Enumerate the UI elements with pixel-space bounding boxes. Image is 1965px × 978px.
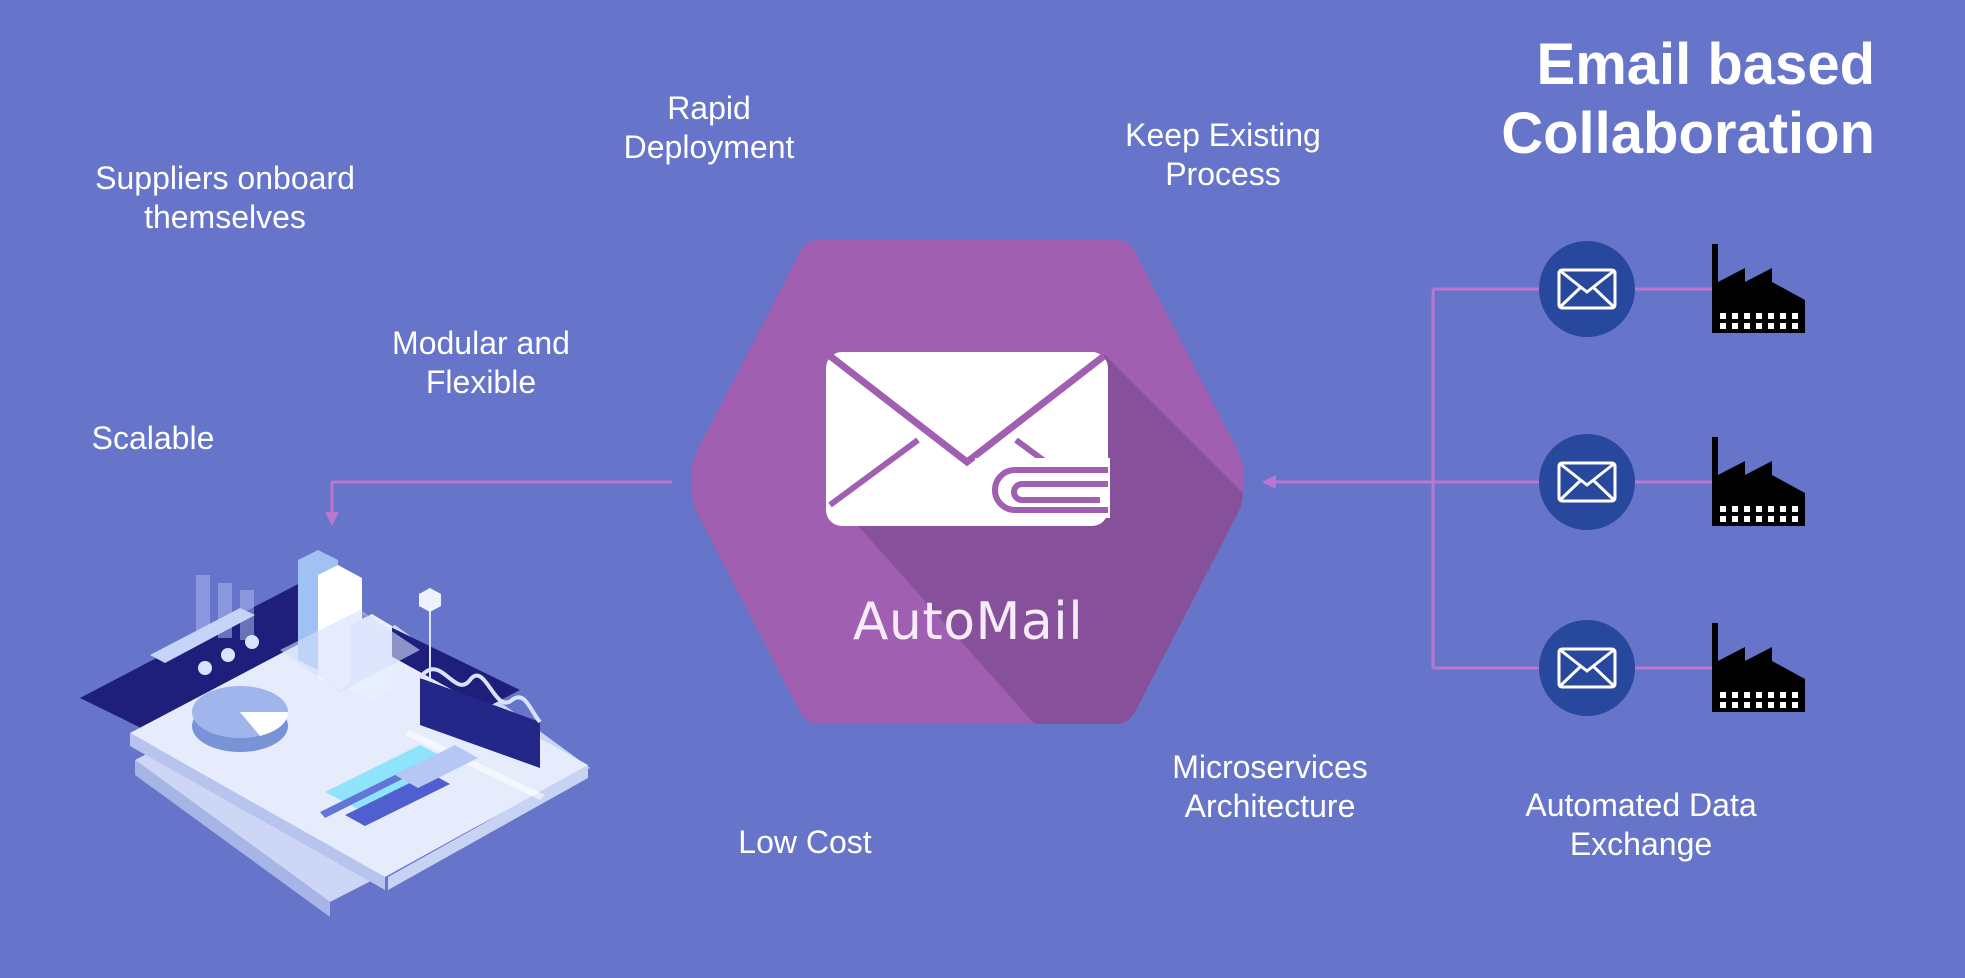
- feature-line: Rapid: [667, 90, 751, 126]
- title-line-2: Collaboration: [1501, 101, 1875, 166]
- envelope-paperclip-icon: [826, 352, 1110, 526]
- bar-flat: [345, 773, 450, 826]
- feature-line: themselves: [144, 199, 306, 235]
- mail-icon: [1557, 647, 1617, 689]
- feature-low-cost: Low Cost: [738, 823, 871, 862]
- arrow-down-icon: [325, 512, 339, 526]
- feature-line: Scalable: [91, 420, 215, 456]
- supplier-row: [1539, 620, 1805, 716]
- page-title: Email based Collaboration: [1501, 30, 1875, 168]
- paperclip: [992, 467, 1108, 513]
- factory-icon: [1712, 437, 1805, 526]
- isometric-dashboard-illustration: [80, 550, 590, 917]
- feature-line: Process: [1165, 156, 1281, 192]
- envelope-fold-left: [828, 437, 920, 508]
- hexagon-marker-icon: [419, 588, 441, 612]
- factory-icon: [1712, 623, 1805, 712]
- pie-slice: [240, 712, 289, 736]
- feature-line: Keep Existing: [1125, 117, 1321, 153]
- wave-chart: [405, 588, 545, 800]
- output-connector: [330, 480, 672, 515]
- mail-circle-icon: [1539, 620, 1635, 716]
- supplier-connectors: [1270, 287, 1712, 670]
- automail-label: AutoMail: [852, 592, 1084, 652]
- feature-line: Modular and: [392, 325, 570, 361]
- mail-circle-icon: [1539, 434, 1635, 530]
- mail-icon: [1557, 268, 1617, 310]
- feature-suppliers-onboard: Suppliers onboard themselves: [95, 159, 355, 237]
- feature-line: Exchange: [1569, 826, 1713, 862]
- arrow-head-icon: [1262, 475, 1276, 489]
- feature-keep-existing-process: Keep Existing Process: [1125, 116, 1321, 194]
- feature-automated-exchange: Automated Data Exchange: [1525, 786, 1756, 864]
- feature-line: Low Cost: [738, 824, 872, 860]
- supplier-row: [1539, 241, 1805, 337]
- factory-icon: [1712, 244, 1805, 333]
- feature-scalable: Scalable: [92, 419, 215, 458]
- feature-line: Microservices: [1172, 749, 1368, 785]
- feature-line: Suppliers onboard: [95, 160, 355, 196]
- title-line-1: Email based: [1536, 32, 1875, 97]
- supplier-row: [1539, 434, 1805, 530]
- feature-line: Deployment: [623, 129, 795, 165]
- feature-modular-flexible: Modular and Flexible: [392, 324, 570, 402]
- envelope-flap: [827, 353, 1107, 467]
- feature-line: Architecture: [1184, 788, 1356, 824]
- mail-icon: [1557, 461, 1617, 503]
- feature-rapid-deployment: Rapid Deployment: [624, 89, 795, 167]
- bar-flat: [395, 745, 478, 788]
- feature-microservices: Microservices Architecture: [1172, 748, 1368, 826]
- feature-line: Automated Data: [1525, 787, 1757, 823]
- feature-line: Flexible: [425, 364, 537, 400]
- floating-indicators: [150, 575, 259, 675]
- mail-circle-icon: [1539, 241, 1635, 337]
